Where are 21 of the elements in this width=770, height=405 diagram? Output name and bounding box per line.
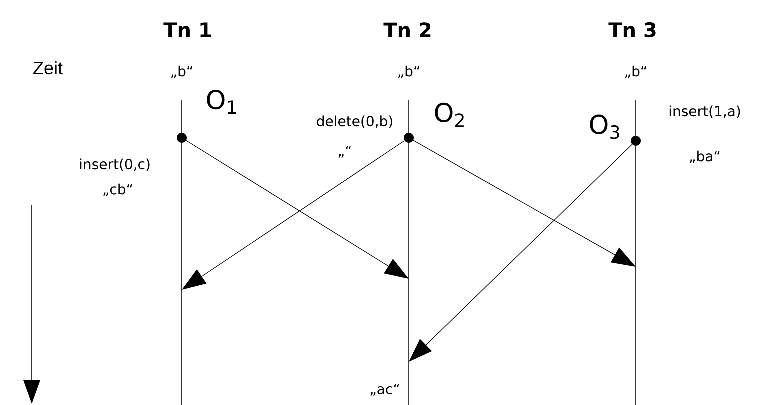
operation-label: „ba“ bbox=[690, 150, 720, 164]
operation-label: insert(0,c) bbox=[80, 158, 150, 172]
axis-label: Zeit bbox=[34, 61, 63, 75]
title: Tn 2 bbox=[384, 22, 431, 38]
state-label: „ac“ bbox=[370, 384, 400, 396]
arrow bbox=[409, 144, 633, 362]
event-dot bbox=[404, 133, 414, 143]
operation-label: insert(1,a) bbox=[670, 106, 740, 118]
operation-label: delete(0,b) bbox=[317, 116, 392, 128]
title: Tn 1 bbox=[164, 22, 211, 38]
operation-label: „cb“ bbox=[104, 184, 132, 196]
operation-name: O$_{2}$ bbox=[435, 102, 464, 128]
state-label: „b“ bbox=[626, 66, 646, 78]
operation-name: O$_{3}$ bbox=[590, 114, 620, 140]
event-dot bbox=[177, 133, 187, 143]
operation-label: „“ bbox=[338, 146, 351, 158]
title: Tn 3 bbox=[608, 22, 656, 38]
operation-name: O$_{1}$ bbox=[207, 90, 236, 114]
state-label: „b“ bbox=[398, 66, 420, 78]
event-dot bbox=[631, 136, 641, 146]
state-label: „b“ bbox=[172, 66, 192, 78]
